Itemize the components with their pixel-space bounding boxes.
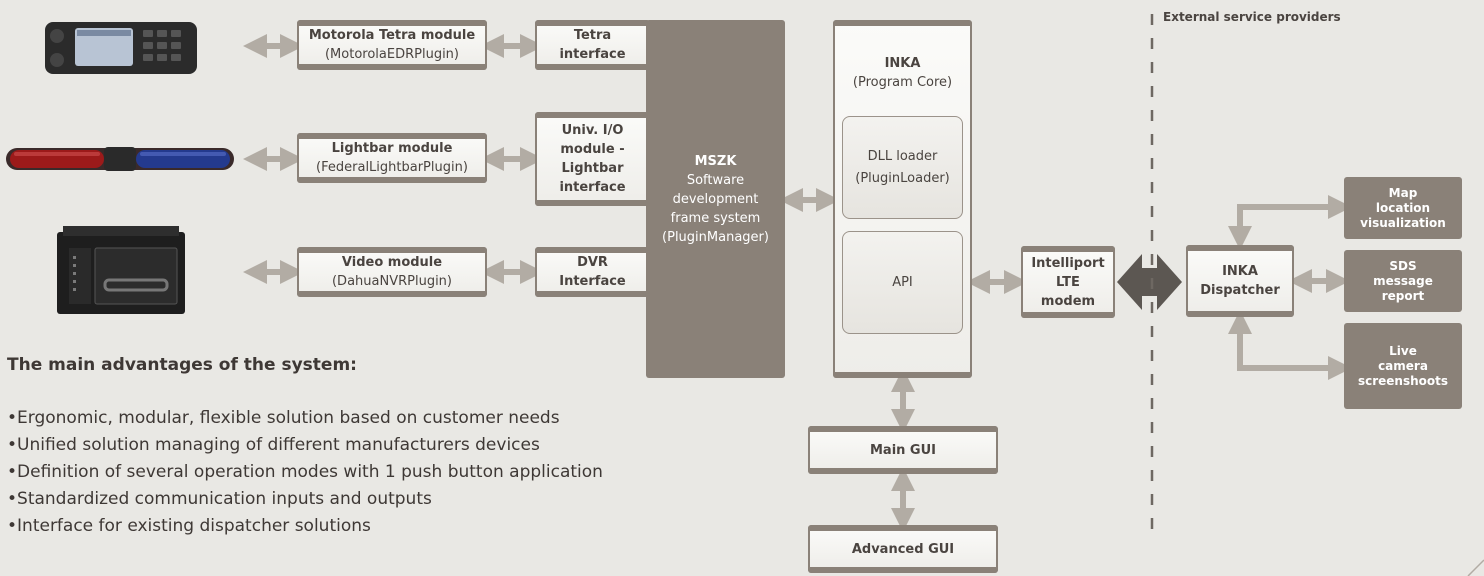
advantage-item: Unified solution managing of different m… [7,432,603,459]
external-providers-label: External service providers [1163,10,1341,24]
tetra-module-plugin: (MotorolaEDRPlugin) [324,47,459,62]
sds-service-line: message [1373,273,1433,288]
inka-title: INKA [884,56,921,71]
mszk-block: MSZK Software development frame system (… [646,20,785,378]
video-module-plugin: (DahuaNVRPlugin) [331,274,452,289]
dll-loader-box: DLL loader (PluginLoader) [842,116,963,219]
mszk-title: MSZK [694,153,737,169]
dvr-interface-line: Interface [559,274,626,289]
dispatcher-line: Dispatcher [1200,283,1280,298]
camera-service-line: Live [1389,343,1417,358]
modem-line: modem [1040,293,1096,309]
inka-subtitle: (Program Core) [852,75,953,90]
sds-service-box: SDS message report [1344,250,1462,312]
main-gui-label: Main GUI [869,442,936,458]
mszk-line: Software [686,172,745,188]
map-service-line: Map [1388,185,1418,200]
mszk-line: (PluginManager) [662,229,769,245]
advantage-item: Standardized communication inputs and ou… [7,486,603,513]
advantage-item: Interface for existing dispatcher soluti… [7,513,603,540]
camera-service-line: camera [1378,358,1428,373]
advantage-item: Ergonomic, modular, flexible solution ba… [7,405,603,432]
modem-line: LTE [1056,274,1080,290]
tetra-interface-box: Tetra interface [535,20,650,70]
mszk-line: development [672,191,759,207]
lightbar-interface-box: Univ. I/O module - Lightbar interface [535,112,650,206]
lightbar-image [6,145,234,173]
advanced-gui-label: Advanced GUI [851,541,955,557]
dll-loader-title: DLL loader [867,148,938,164]
tetra-interface-line: Tetra [573,28,612,43]
dispatcher-line: INKA [1222,264,1258,279]
corner-mark [1467,559,1484,576]
modem-line: Intelliport [1031,255,1105,271]
lightbar-module-box: Lightbar module (FederalLightbarPlugin) [297,133,487,183]
advanced-gui-box: Advanced GUI [808,525,998,573]
big-arrow-modem-dispatcher [1117,254,1182,310]
video-module-name: Video module [341,255,443,270]
inka-dispatcher-box: INKA Dispatcher [1186,245,1294,317]
video-module-box: Video module (DahuaNVRPlugin) [297,247,487,297]
sds-service-line: SDS [1389,258,1417,273]
main-gui-box: Main GUI [808,426,998,474]
dvr-interface-line: DVR [577,255,608,270]
tetra-module-name: Motorola Tetra module [308,28,476,43]
arrow-dispatcher-camera [1228,310,1352,380]
lightbar-module-name: Lightbar module [331,141,453,156]
dll-loader-subtitle: (PluginLoader) [855,170,950,186]
sds-service-line: report [1381,288,1425,303]
lightbar-module-plugin: (FederalLightbarPlugin) [316,160,468,175]
map-service-line: location [1375,200,1431,215]
api-box: API [842,231,963,334]
api-label: API [892,274,913,290]
map-service-line: visualization [1360,215,1446,230]
lightbar-interface-line: module - [560,142,625,157]
arrow-dispatcher-map [1228,195,1352,250]
advantages-list: Ergonomic, modular, flexible solution ba… [7,405,603,540]
dvr-recorder-image [57,226,185,316]
lightbar-interface-line: interface [559,180,626,195]
mszk-line: frame system [670,210,761,226]
lightbar-interface-line: Univ. I/O [561,123,624,138]
tetra-module-box: Motorola Tetra module (MotorolaEDRPlugin… [297,20,487,70]
tetra-interface-line: interface [559,47,626,62]
camera-service-box: Live camera screenshoots [1344,323,1462,409]
advantages-heading: The main advantages of the system: [7,355,357,375]
advantage-item: Definition of several operation modes wi… [7,459,603,486]
dvr-interface-box: DVR Interface [535,247,650,297]
lightbar-interface-line: Lightbar [561,161,624,176]
camera-service-line: screenshoots [1357,373,1449,388]
lte-modem-box: Intelliport LTE modem [1021,246,1115,318]
motorola-radio-image [45,22,197,74]
map-service-box: Map location visualization [1344,177,1462,239]
